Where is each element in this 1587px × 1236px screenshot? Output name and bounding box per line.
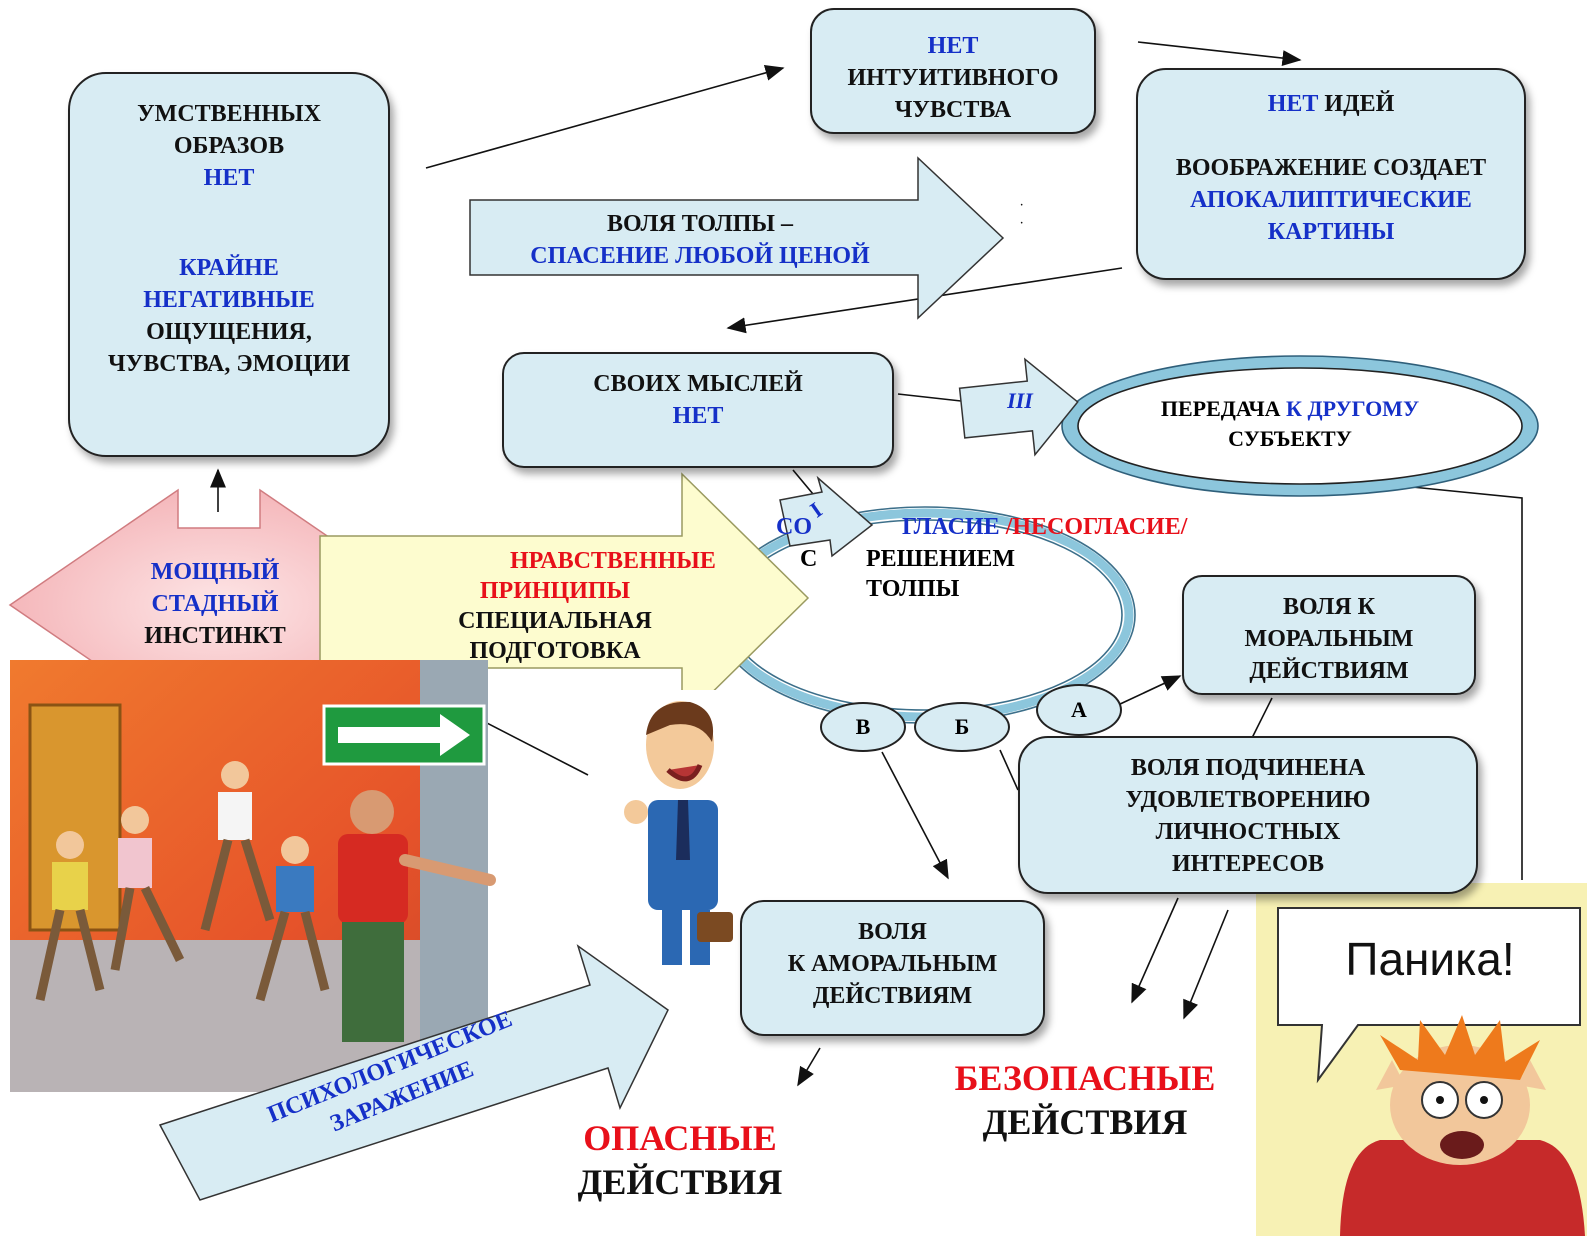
arrow-i-shape	[779, 475, 874, 558]
contagion-arrow-shape	[158, 944, 669, 1201]
negative-line: НЕГАТИВНЫЕ	[143, 287, 315, 313]
moral-principles-text: НРАВСТВЕННЫЕ ПРИНЦИПЫ СПЕЦИАЛЬНАЯ ПОДГОТ…	[420, 546, 716, 666]
line-thoughts-iii	[897, 393, 971, 403]
svg-text:·: ·	[1020, 218, 1023, 229]
imagination-line: ВООБРАЖЕНИЕ СОЗДАЕТ	[1175, 155, 1487, 181]
node-v: В	[820, 702, 906, 752]
disagreement-red: /НЕСОГЛАСИЕ/	[1005, 514, 1188, 540]
moral-actions-line2: МОРАЛЬНЫМ	[1244, 626, 1414, 652]
herd-instinct-text: МОЩНЫЙ СТАДНЫЙ ИНСТИНКТ	[120, 556, 310, 652]
arrow-to-intuition	[425, 65, 785, 169]
crowd-will-arrow-shape	[469, 156, 1005, 320]
own-thoughts-no: НЕТ	[672, 403, 724, 429]
intuition-no: НЕТ	[927, 33, 979, 59]
panic-text: Паника!	[1345, 933, 1515, 985]
agreement-line2: РЕШЕНИЕМ	[866, 546, 1016, 572]
speech-bubble	[1277, 907, 1581, 1084]
crowd-will-text: ВОЛЯ ТОЛПЫ – СПАСЕНИЕ ЛЮБОЙ ЦЕНОЙ	[500, 208, 900, 272]
intuition-box: НЕТ ИНТУИТИВНОГО ЧУВСТВА	[810, 8, 1096, 134]
to-another-word: К ДРУГОМУ	[1286, 396, 1420, 421]
arrow-to-dangerous	[797, 1047, 821, 1087]
transfer-word: ПЕРЕДАЧА	[1160, 396, 1281, 421]
ideas-no: НЕТ	[1267, 91, 1319, 117]
moral-line3: СПЕЦИАЛЬНАЯ	[458, 608, 652, 634]
herd-line2: СТАДНЫЙ	[151, 591, 279, 617]
dangerous-line2: ДЕЙСТВИЯ	[577, 1162, 783, 1202]
pictures-line: КАРТИНЫ	[1267, 219, 1395, 245]
personal-line3: ЛИЧНОСТНЫХ	[1155, 819, 1341, 845]
moral-line4: ПОДГОТОВКА	[469, 638, 641, 664]
intuition-line3: ЧУВСТВА	[894, 97, 1012, 123]
feelings-line: ЧУВСТВА, ЭМОЦИИ	[107, 351, 350, 377]
crowd-will-line2: СПАСЕНИЕ ЛЮБОЙ ЦЕНОЙ	[530, 243, 870, 269]
agreement-c: С	[800, 546, 818, 572]
node-a: А	[1036, 684, 1122, 736]
personal-line2: УДОВЛЕТВОРЕНИЮ	[1125, 787, 1371, 813]
personal-interests-box: ВОЛЯ ПОДЧИНЕНА УДОВЛЕТВОРЕНИЮ ЛИЧНОСТНЫХ…	[1018, 736, 1478, 894]
transfer-oval	[1077, 367, 1523, 485]
arrow-to-ideas	[1137, 41, 1302, 67]
arrow-v-to-amoral	[881, 751, 949, 880]
moral-line2: ПРИНЦИПЫ	[479, 578, 631, 604]
amoral-line2: К АМОРАЛЬНЫМ	[787, 951, 998, 977]
moral-actions-box: ВОЛЯ К МОРАЛЬНЫМ ДЕЙСТВИЯМ	[1182, 575, 1476, 695]
moral-line1: НРАВСТВЕННЫЕ	[510, 548, 716, 574]
safe-actions: БЕЗОПАСНЫЕ ДЕЙСТВИЯ	[940, 1056, 1230, 1144]
agreement-decision: РЕШЕНИЕМ ТОЛПЫ	[866, 544, 1015, 604]
panic-illustration	[1256, 883, 1587, 1236]
node-v-label: В	[855, 714, 871, 739]
arrow-personal-to-safe	[1131, 897, 1179, 1004]
amoral-actions-box: ВОЛЯ К АМОРАЛЬНЫМ ДЕЙСТВИЯМ	[740, 900, 1045, 1036]
amoral-line1: ВОЛЯ	[858, 919, 927, 945]
extremely-line: КРАЙНЕ	[179, 255, 279, 281]
dangerous-actions: ОПАСНЫЕ ДЕЙСТВИЯ	[560, 1116, 800, 1204]
safe-line2: ДЕЙСТВИЯ	[982, 1102, 1188, 1142]
node-b-label: Б	[954, 714, 970, 739]
subject-line: СУБЪЕКТУ	[1228, 426, 1352, 451]
personal-line1: ВОЛЯ ПОДЧИНЕНА	[1130, 755, 1366, 781]
arrow-a-to-moral	[1117, 675, 1182, 706]
crowd-will-line1: ВОЛЯ ТОЛПЫ –	[607, 211, 793, 237]
moral-actions-line3: ДЕЙСТВИЯМ	[1249, 658, 1409, 684]
agreement-start: СО	[776, 514, 812, 540]
herd-line3: ИНСТИНКТ	[144, 623, 286, 649]
arrow-iii-shape	[958, 357, 1079, 457]
moral-actions-line1: ВОЛЯ К	[1282, 594, 1376, 620]
agreement-line1: СО ГЛАСИЕ /НЕСОГЛАСИЕ/	[776, 512, 1187, 542]
node-a-label: А	[1071, 697, 1087, 722]
mental-images-line2: ОБРАЗОВ	[173, 133, 285, 159]
dangerous-line1: ОПАСНЫЕ	[583, 1118, 777, 1158]
ideas-box: НЕТ ИДЕЙ ВООБРАЖЕНИЕ СОЗДАЕТ АПОКАЛИПТИЧ…	[1136, 68, 1526, 280]
mental-images-line1: УМСТВЕННЫХ	[137, 101, 321, 127]
own-thoughts-line1: СВОИХ МЫСЛЕЙ	[593, 371, 803, 397]
mental-images-box: УМСТВЕННЫХ ОБРАЗОВ НЕТ КРАЙНЕ НЕГАТИВНЫЕ…	[68, 72, 390, 457]
line-b-personal	[999, 749, 1019, 791]
sensations-line: ОЩУЩЕНИЯ,	[146, 319, 312, 345]
safe-line1: БЕЗОПАСНЫЕ	[954, 1058, 1216, 1098]
line-moral-personal	[1249, 697, 1273, 743]
herd-line1: МОЩНЫЙ	[150, 559, 280, 585]
own-thoughts-box: СВОИХ МЫСЛЕЙ НЕТ	[502, 352, 894, 468]
svg-text:·: ·	[1020, 200, 1023, 211]
transfer-text: ПЕРЕДАЧА К ДРУГОМУ СУБЪЕКТУ	[1100, 394, 1480, 454]
arrow-personal-to-safe-2	[1183, 909, 1229, 1020]
personal-line4: ИНТЕРЕСОВ	[1171, 851, 1325, 877]
mental-images-no: НЕТ	[203, 165, 255, 191]
node-b: Б	[914, 702, 1010, 752]
agreement-line3: ТОЛПЫ	[866, 576, 960, 602]
evacuation-illustration	[10, 660, 496, 1092]
ideas-word: ИДЕЙ	[1324, 91, 1395, 117]
arrow-iii-label: III	[1007, 388, 1033, 413]
agreement-blue: ГЛАСИЕ	[902, 514, 1000, 540]
apocalyptic-line: АПОКАЛИПТИЧЕСКИЕ	[1190, 187, 1472, 213]
amoral-line3: ДЕЙСТВИЯМ	[812, 983, 973, 1009]
intuition-line2: ИНТУИТИВНОГО	[847, 65, 1059, 91]
